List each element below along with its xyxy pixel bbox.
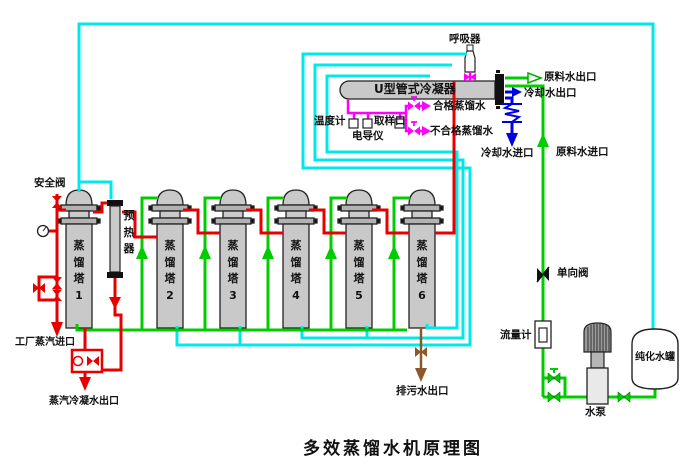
cooling-water-inlet-label: 冷却水进口	[481, 147, 534, 159]
safety-steam-line	[48, 194, 66, 322]
feed-riser-t3	[203, 196, 221, 330]
tower-label-1: 蒸馏塔1	[73, 239, 85, 302]
safety-valve-bottom	[52, 202, 62, 208]
blue-arrows	[506, 87, 522, 147]
purified-water-tank-label: 纯化水罐	[635, 352, 675, 363]
condenser-vessel	[339, 70, 504, 109]
flow-meter-body	[534, 320, 552, 349]
preheater-drain-arrow	[109, 297, 121, 309]
pump-to-tank-line	[608, 389, 657, 399]
raw-water-outlet-arrow	[527, 71, 544, 85]
tower-label-2: 蒸馏塔2	[164, 239, 176, 302]
t4-to-t5	[309, 208, 346, 235]
flow-arrow-t6	[388, 245, 400, 259]
sampling-port-label: 取样口	[374, 115, 406, 127]
feed-riser-t2	[140, 196, 158, 330]
safety-valve-label: 安全阀	[34, 177, 66, 189]
tower-vessel-1	[57, 189, 101, 329]
cooling-water-outlet-label: 冷却水出口	[524, 87, 577, 99]
tower-vessel-6	[400, 189, 444, 329]
raw-water-right-line	[505, 84, 545, 397]
blowdown-symbols	[415, 347, 427, 382]
flow-meter-label: 流量计	[500, 329, 532, 341]
feed-riser-t4	[266, 196, 284, 330]
distillate-main-loop	[77, 22, 655, 332]
t1-to-preheater	[93, 201, 107, 214]
tower-vessel-3	[211, 189, 255, 329]
steam-valve-bypass	[37, 275, 57, 302]
purified-water-tank-body	[631, 328, 679, 390]
coil-spring	[502, 103, 522, 123]
raw-water-inlet-arrow	[537, 133, 549, 147]
breather-device	[464, 44, 476, 73]
t3-to-t4	[246, 208, 283, 235]
valve-bypass-loop	[543, 376, 567, 397]
cooling-outlet-arrow	[512, 87, 522, 97]
green-arrows	[136, 133, 549, 259]
blowdown-outlet-label: 排污水出口	[396, 385, 449, 397]
cyan-piping	[77, 22, 655, 347]
raw-water-outlet-label: 原料水出口	[544, 71, 597, 83]
flow-arrow-t3	[199, 245, 211, 259]
tower-label-3: 蒸馏塔3	[227, 239, 239, 302]
safety-valve-top	[52, 196, 62, 202]
condenser-label: U型管式冷凝器	[374, 82, 456, 96]
preheater-to-t2	[122, 210, 157, 239]
vapor-line-middle	[300, 63, 465, 340]
tower-label-6: 蒸馏塔6	[416, 239, 428, 302]
instrument-bus	[346, 99, 406, 115]
feed-manifold	[75, 324, 407, 332]
unqualified-arrow	[422, 126, 431, 136]
tower-vessel-2	[148, 189, 192, 329]
feed-riser-t5	[329, 196, 347, 330]
cooling-inlet-arrow	[506, 133, 518, 147]
distillation-towers	[57, 189, 444, 329]
flow-arrow-t2	[136, 245, 148, 259]
unqualified-water-label: 不合格蒸馏水	[430, 125, 493, 137]
raw-water-inlet-label: 原料水进口	[556, 146, 609, 158]
magenta-valves	[408, 73, 476, 136]
qualified-water-label: 合格蒸馏水	[433, 100, 486, 112]
vapor-line-inner	[325, 74, 459, 330]
flow-arrow-t4	[262, 245, 274, 259]
feed-riser-t6	[392, 196, 410, 330]
check-valve-label: 单向阀	[557, 267, 589, 279]
preheater-vent-branch	[79, 180, 113, 199]
blowdown-arrow	[415, 368, 427, 382]
condensate-outlet-arrow	[79, 377, 91, 391]
preheater-label: 预热器	[123, 209, 135, 255]
instrument-ports	[348, 118, 405, 129]
t2-to-t3	[183, 208, 220, 235]
breather-label: 呼吸器	[449, 33, 481, 45]
tower-label-5: 蒸馏塔5	[353, 239, 365, 302]
condenser-to-t6	[435, 81, 456, 235]
conductivity-meter-label: 电导仪	[352, 130, 384, 142]
red-symbols	[33, 196, 121, 391]
flow-arrow-t5	[325, 245, 337, 259]
vapor-line-outer	[175, 52, 472, 347]
water-pump-body	[583, 322, 612, 405]
blue-piping	[502, 90, 522, 134]
cooling-coil-line	[505, 96, 514, 104]
tower-vessel-4	[274, 189, 318, 329]
thermometer-label: 温度计	[314, 115, 346, 127]
qualified-arrow	[422, 101, 431, 111]
green-valves	[547, 368, 631, 403]
steam-condensate-outlet-label: 蒸汽冷凝水出口	[49, 396, 119, 407]
tower-label-4: 蒸馏塔4	[290, 239, 302, 302]
preheater-drain-line	[102, 278, 123, 372]
page-title: 多效蒸馏水机原理图	[303, 439, 483, 459]
steam-trap	[72, 355, 84, 367]
preheater-vessel	[107, 200, 123, 278]
factory-steam-inlet-label: 工厂蒸汽进口	[15, 337, 75, 348]
tower-vessel-5	[337, 189, 381, 329]
check-valve-symbol	[536, 266, 550, 283]
steam-inlet-arrow	[51, 322, 63, 337]
water-pump-label: 水泵	[585, 406, 606, 418]
t5-to-t6	[372, 208, 409, 235]
